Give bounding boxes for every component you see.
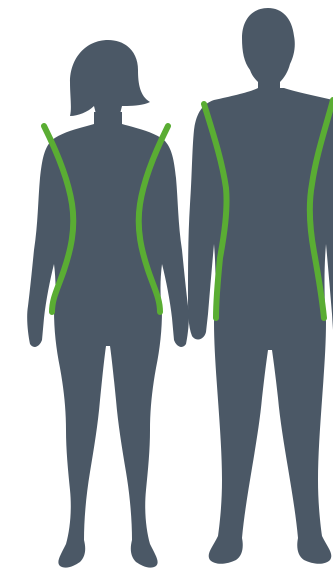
male-body-silhouette-icon (188, 8, 333, 564)
female-head-icon (70, 40, 150, 117)
male-head-icon (242, 8, 295, 93)
male-body-icon (188, 88, 333, 564)
female-body-icon (27, 112, 189, 568)
